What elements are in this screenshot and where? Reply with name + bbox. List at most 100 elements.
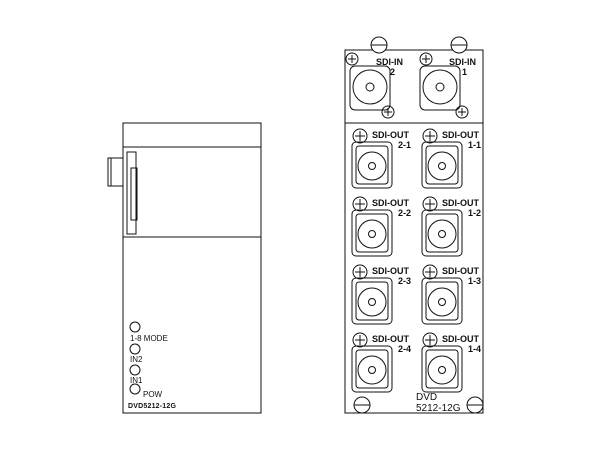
bnc-pin [368, 230, 376, 238]
led-in1-label: IN1 [130, 376, 143, 385]
screw-icon [422, 332, 438, 348]
led-pow-label: POW [143, 390, 163, 399]
bnc-connector-icon [349, 65, 391, 111]
bnc-pin [365, 82, 375, 92]
bnc-pin [438, 230, 446, 238]
led-in2 [129, 343, 141, 355]
output-1-4-label-line2: 1-4 [468, 344, 481, 354]
input-1-label-line1: SDI-IN [449, 57, 476, 67]
bnc-connector-icon [419, 65, 461, 111]
input-2-label-line2: 2 [390, 67, 395, 77]
bnc-connector-icon [421, 209, 463, 257]
rear-panel-outline [344, 49, 484, 414]
bnc-connector-icon [421, 141, 463, 189]
screw-icon [352, 332, 368, 348]
bnc-outer [427, 151, 457, 181]
bnc-connector-icon [421, 277, 463, 325]
output-connectors: SDI-OUT2-1SDI-OUT1-1SDI-OUT2-2SDI-OUT1-2… [351, 128, 481, 393]
input-2-label-line1: SDI-IN [376, 57, 403, 67]
screw-cross [458, 108, 466, 116]
bnc-input-1[interactable] [419, 52, 469, 119]
bnc-connector-icon [351, 277, 393, 325]
screw-cross [355, 199, 365, 209]
bnc-body-inner [355, 145, 389, 185]
screw-icon [352, 264, 368, 280]
rear-panel [344, 49, 484, 414]
led-mode [129, 321, 141, 333]
screw-cross [425, 131, 435, 141]
output-1-2-label-line1: SDI-OUT [442, 198, 480, 208]
input-1-label-line2: 1 [462, 67, 467, 77]
handle-tab [107, 157, 124, 187]
bnc-outer [357, 151, 387, 181]
screw-icon [422, 264, 438, 280]
bnc-outer [357, 219, 387, 249]
output-1-4-label-line1: SDI-OUT [442, 334, 480, 344]
output-2-1-label-line1: SDI-OUT [372, 130, 410, 140]
output-2-2-label-line1: SDI-OUT [372, 198, 410, 208]
bnc-connector-icon [421, 345, 463, 393]
led-in2-label: IN2 [130, 355, 143, 364]
screw-icon [419, 52, 433, 66]
bnc-body-inner [425, 145, 459, 185]
screw-cross [425, 267, 435, 277]
front-panel [107, 122, 262, 414]
rear-model-line2: 5212-12G [416, 403, 461, 414]
bottom-screw-right[interactable] [466, 396, 484, 414]
bnc-pin [368, 366, 376, 374]
screw-cross [422, 55, 430, 63]
screw-icon [381, 105, 395, 119]
output-2-2-label-line2: 2-2 [398, 208, 411, 218]
card-handle[interactable] [107, 151, 138, 235]
output-2-3-label-line2: 2-3 [398, 276, 411, 286]
bnc-pin [368, 162, 376, 170]
handle-grip [130, 167, 138, 221]
screw-icon [352, 196, 368, 212]
bnc-body-inner [425, 349, 459, 389]
bnc-input-2[interactable] [345, 52, 395, 119]
top-screw-left[interactable] [370, 36, 388, 54]
screw-icon [352, 128, 368, 144]
bnc-pin [438, 298, 446, 306]
bnc-outer [427, 287, 457, 317]
bnc-outer [427, 355, 457, 385]
bnc-body-inner [355, 349, 389, 389]
bnc-outer [357, 355, 387, 385]
screw-cross [348, 55, 356, 63]
screw-cross [384, 108, 392, 116]
front-panel-outline [122, 122, 262, 414]
output-1-1-label-line1: SDI-OUT [442, 130, 480, 140]
output-2-4-label-line2: 2-4 [398, 344, 411, 354]
screw-cross [355, 131, 365, 141]
output-2-1-label-line2: 2-1 [398, 140, 411, 150]
bnc-outer [422, 69, 458, 105]
bnc-outer [427, 219, 457, 249]
bnc-body-inner [425, 281, 459, 321]
bnc-connector-icon [351, 209, 393, 257]
output-2-3-label-line1: SDI-OUT [372, 266, 410, 276]
screw-cross [355, 267, 365, 277]
output-1-3-label-line2: 1-3 [468, 276, 481, 286]
top-screw-right[interactable] [450, 36, 468, 54]
output-2-4-label-line1: SDI-OUT [372, 334, 410, 344]
bottom-screw-left[interactable] [353, 396, 371, 414]
output-1-3-label-line1: SDI-OUT [442, 266, 480, 276]
bnc-outer [352, 69, 388, 105]
bnc-pin [368, 298, 376, 306]
led-in1 [129, 364, 141, 376]
led-pow [129, 383, 141, 395]
bnc-pin [438, 366, 446, 374]
screw-icon [422, 196, 438, 212]
led-mode-label: 1-8 MODE [130, 334, 168, 343]
bnc-body-inner [355, 281, 389, 321]
output-1-2-label-line2: 1-2 [468, 208, 481, 218]
bnc-pin [438, 162, 446, 170]
